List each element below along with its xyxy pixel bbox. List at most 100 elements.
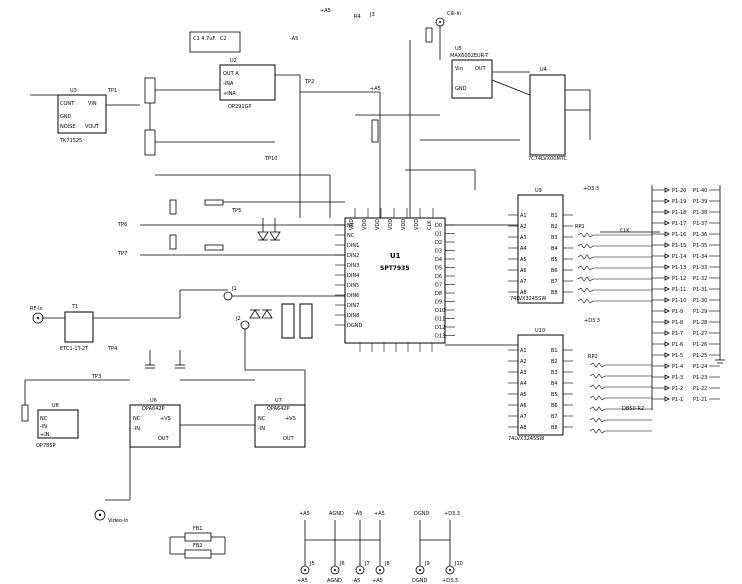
- pot-r24[interactable]: [281, 303, 295, 339]
- u9-l-pin: A4: [520, 246, 527, 252]
- conn-pin-right: P1-29: [693, 309, 707, 315]
- u7-pin-nc: NC: [258, 416, 266, 422]
- r-ref: [371, 119, 379, 143]
- u9-l-pin: A6: [520, 268, 527, 274]
- power-jack-ref: J6: [339, 561, 345, 567]
- rf-caps: [145, 350, 185, 369]
- tp6-label: TP6: [117, 222, 127, 228]
- fb2: [184, 549, 212, 559]
- conn-pin-left: P1-13: [672, 265, 686, 271]
- u1-pin-right: D3: [435, 249, 442, 255]
- u9-r-pin: B5: [551, 257, 558, 263]
- fb1: [184, 532, 212, 542]
- j1-jumper[interactable]: [223, 291, 233, 301]
- conn-pin-left: P1-14: [672, 254, 686, 260]
- conn-pin-left: P1-7: [672, 331, 683, 337]
- u5-body: [451, 59, 493, 99]
- power-rail-label: +A5: [299, 511, 310, 517]
- u6-body: [129, 404, 181, 448]
- conn-pin-right: P1-21: [693, 397, 707, 403]
- u1-pin-right: D11: [435, 317, 445, 323]
- u2-name: OP291GP: [228, 104, 251, 110]
- u9-l-pin: A2: [520, 224, 527, 230]
- u10-r-pin: B5: [551, 392, 558, 398]
- u9-r-pin: B2: [551, 224, 558, 230]
- power-rail-label: +A5: [374, 511, 385, 517]
- u2-pin-out1: OUT A: [223, 71, 239, 77]
- u6-pin-nc: NC: [133, 416, 141, 422]
- misc-wires: [155, 40, 520, 346]
- u10-l-pin: A5: [520, 392, 527, 398]
- u1-pin-left: DIN2: [347, 253, 359, 259]
- video-in-jack[interactable]: [94, 509, 106, 521]
- u10-l-pin: A7: [520, 414, 527, 420]
- u10-name: 74LVX3245SW: [508, 436, 544, 442]
- u1-pin-top: VDD: [362, 219, 368, 230]
- u1-pin-left: DIN4: [347, 273, 359, 279]
- u1-pin-right: D0: [435, 223, 442, 229]
- u3-pin-cont: CONT: [60, 101, 75, 107]
- pot-r6[interactable]: [144, 129, 156, 156]
- u5-pin-vin: Vin: [455, 66, 463, 72]
- u7-ref: U7: [275, 398, 282, 404]
- u1-pin-top: VDD: [388, 219, 394, 230]
- u1-pin-top: VDD: [401, 219, 407, 230]
- u1-pin-top: CLK: [427, 220, 433, 230]
- u1-ref: U1: [390, 252, 401, 260]
- r4-label: R4: [354, 14, 361, 20]
- power-jack-ref: J7: [364, 561, 370, 567]
- conn-pin-right: P1-26: [693, 342, 707, 348]
- u10-l-pin: A3: [520, 370, 527, 376]
- u1-pin-top: VDD: [349, 219, 355, 230]
- u1-pin-right: D10: [435, 308, 445, 314]
- u9-ref: U9: [535, 188, 542, 194]
- u1-pin-right: D1: [435, 232, 442, 238]
- power-jack-ref: J5: [309, 561, 315, 567]
- u7-body: [254, 404, 306, 448]
- j2-jumper[interactable]: [240, 320, 250, 330]
- t1-name: ETC1-1T-2T: [60, 346, 89, 352]
- m5-label-top: -A5: [290, 36, 298, 42]
- conn-pin-right: P1-23: [693, 375, 707, 381]
- u9-l-pin: A8: [520, 290, 527, 296]
- conn-pin-right: P1-31: [693, 287, 707, 293]
- conn-pin-left: P1-11: [672, 287, 686, 293]
- clk-in-label: Clk-in: [447, 11, 461, 17]
- u9-r-pin: B7: [551, 279, 558, 285]
- power-jack-label: DGND: [412, 578, 427, 584]
- d33-label-r: +D3.3: [583, 186, 599, 192]
- u8-body: [37, 409, 79, 439]
- u1-pin-left: DGND: [347, 323, 362, 329]
- u10-ref: U10: [535, 328, 545, 334]
- conn-pin-left: P1-15: [672, 243, 686, 249]
- cap-group-top: [189, 31, 241, 53]
- pot-r5[interactable]: [144, 77, 156, 104]
- u7-pin-out: OUT: [283, 436, 295, 442]
- d33-label-r2: +D3.3: [584, 318, 600, 324]
- conn-pin-right: P1-30: [693, 298, 707, 304]
- u3-body: [57, 94, 107, 134]
- conn-pin-left: P1-9: [672, 309, 683, 315]
- u5-name: MAX6002EUR-T: [450, 53, 489, 59]
- u10-r-pin: B8: [551, 425, 558, 431]
- rp1-label: RP1: [575, 224, 585, 230]
- u2-body: [219, 64, 276, 101]
- t1-ref: T1: [71, 304, 78, 310]
- u1-pin-right: D7: [435, 283, 442, 289]
- u1-pin-left: DIN8: [347, 313, 359, 319]
- u10-r-pin: B1: [551, 348, 558, 354]
- u2-ref: U2: [230, 58, 237, 64]
- pot-r18[interactable]: [21, 404, 29, 422]
- conn-pin-left: P1-18: [672, 210, 686, 216]
- u3-name: TK71525: [59, 138, 82, 144]
- conn-pin-right: P1-28: [693, 320, 707, 326]
- pot-r25[interactable]: [299, 303, 313, 339]
- u9-l-pin: A3: [520, 235, 527, 241]
- u9-r-pin: B4: [551, 246, 558, 252]
- conn-pin-right: P1-24: [693, 364, 707, 370]
- u3-pin-vout: VOUT: [85, 124, 100, 130]
- u10-body: [517, 334, 564, 436]
